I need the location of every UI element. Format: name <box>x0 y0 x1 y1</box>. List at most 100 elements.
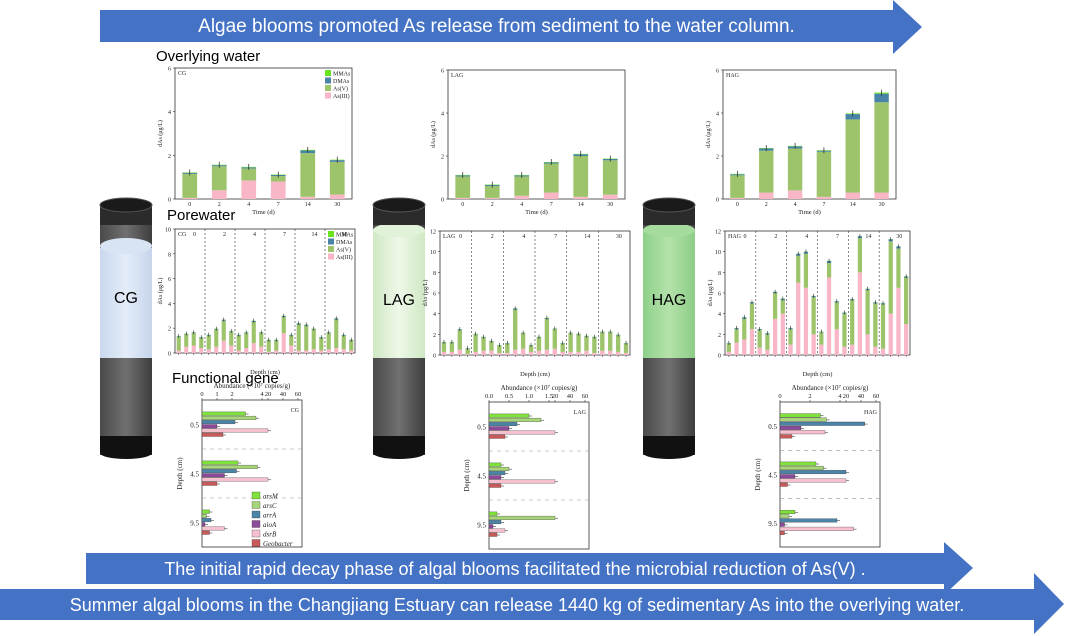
bar-asiii <box>592 352 597 355</box>
bar-asiii <box>584 350 589 355</box>
gene-bar-dsrb <box>201 477 269 482</box>
gene-bar-arsc <box>779 514 790 519</box>
y-axis-label: Depth (cm) <box>176 457 184 490</box>
y-tick-label: 4.5 <box>477 473 486 481</box>
bar-asv <box>816 151 832 197</box>
bar-asv <box>726 343 731 352</box>
panel-label: LAG <box>451 73 464 79</box>
bar-asiii <box>726 351 731 355</box>
group-label: 0 <box>459 234 462 240</box>
y-axis-label: dAs (μg/L) <box>707 280 714 307</box>
bar-asiii <box>289 345 294 353</box>
x-tick-label: 2 <box>765 202 768 208</box>
gene-bar-geobacter <box>779 482 788 487</box>
group-label: 7 <box>836 234 839 240</box>
cylinder-hag <box>642 197 696 459</box>
bar-asiii <box>457 349 462 355</box>
y-tick-label: 4.5 <box>190 471 199 479</box>
gene-bar-dsrb <box>779 430 826 435</box>
x-tick-label: 0 <box>736 202 739 208</box>
gene-bar-aioa <box>779 426 802 430</box>
bar-asiii <box>765 349 770 355</box>
y-tick-label: 2 <box>716 155 719 161</box>
bar-asiii <box>573 196 589 199</box>
legend-swatch-arsm <box>251 491 261 500</box>
bar-asv <box>449 342 455 352</box>
bar-asiii <box>259 346 264 353</box>
gene-bar-geobacter <box>779 434 793 439</box>
x-axis-label: Time (d) <box>252 209 275 216</box>
gene-bar-dsrb <box>201 428 269 433</box>
bar-asiii <box>787 190 803 199</box>
gene-bar-arsc <box>779 417 827 422</box>
y-tick-label: 0.5 <box>190 422 199 430</box>
bar-asv <box>206 335 211 350</box>
bar-asiii <box>552 348 557 355</box>
legend-swatch-arra <box>251 510 261 519</box>
bar-asiii <box>349 350 354 353</box>
gene-bar-arsm <box>779 510 796 514</box>
bar-asiii <box>816 196 832 199</box>
y-tick-label: 10 <box>715 250 721 256</box>
panel-label: CG <box>291 408 300 414</box>
y-tick-label: 9.5 <box>768 520 777 528</box>
bar-asiii <box>803 287 809 355</box>
x-tick-label: 4 <box>794 202 797 208</box>
gene-bar-arsm <box>201 411 246 416</box>
bar-asv <box>289 335 294 346</box>
bar-asiii <box>229 345 234 353</box>
bar-asv <box>296 324 301 351</box>
group-label: 2 <box>774 234 777 240</box>
bar-asv <box>481 337 486 351</box>
legend-swatch-aioa <box>251 520 261 528</box>
y-tick-label: 2 <box>168 327 171 333</box>
legend-swatch-dmas <box>325 77 331 84</box>
x-tick-label: 2 <box>218 202 221 208</box>
bar-asv <box>888 241 893 314</box>
x-tick-label: 7 <box>277 202 280 208</box>
bar-asv <box>536 337 542 351</box>
bar-asv <box>514 176 530 196</box>
legend-label: aioA <box>263 521 277 529</box>
legend-label: Geobacter <box>263 540 293 548</box>
gene-bar-aioa <box>201 424 218 429</box>
bar-dmas <box>845 114 860 120</box>
x-tick-label: 14 <box>578 202 584 208</box>
panel-label: HAG <box>728 234 742 240</box>
bar-asv <box>182 173 198 198</box>
gene-bar-aioa <box>201 522 206 527</box>
gene-bar-arra <box>779 470 847 475</box>
bar-asiii <box>857 272 863 355</box>
bar-asv <box>311 329 316 350</box>
bar-asv <box>749 303 755 330</box>
group-label: 0 <box>193 232 196 238</box>
x-tick-label: 20 <box>843 393 850 400</box>
bar-asv <box>191 333 196 346</box>
bar-asv <box>199 338 204 349</box>
gene-bar-arsm <box>488 413 530 418</box>
x-axis-label: Abundance (×10⁷ copies/g) <box>214 382 291 390</box>
y-tick-label: 4.5 <box>768 472 777 480</box>
bar-asv <box>244 333 249 349</box>
bar-asv <box>266 340 271 352</box>
bar-asiii <box>465 353 470 355</box>
bottom-banner-arrow <box>0 573 1064 634</box>
legend-label: DMAs <box>333 79 350 85</box>
bar-asv <box>584 336 589 351</box>
group-label: 2 <box>491 234 494 240</box>
group-label: 14 <box>865 234 871 240</box>
bar-asiii <box>449 351 455 355</box>
x-tick-label: 2 <box>491 202 494 208</box>
bar-asv <box>214 329 219 347</box>
bar-asv <box>552 329 557 349</box>
gene-bar-arsm <box>201 509 210 514</box>
bar-asv <box>592 337 597 353</box>
x-axis-label: Depth (cm) <box>520 371 550 378</box>
y-tick-label: 2 <box>441 155 444 161</box>
bar-asiii <box>780 313 785 355</box>
bar-asiii <box>184 346 189 353</box>
